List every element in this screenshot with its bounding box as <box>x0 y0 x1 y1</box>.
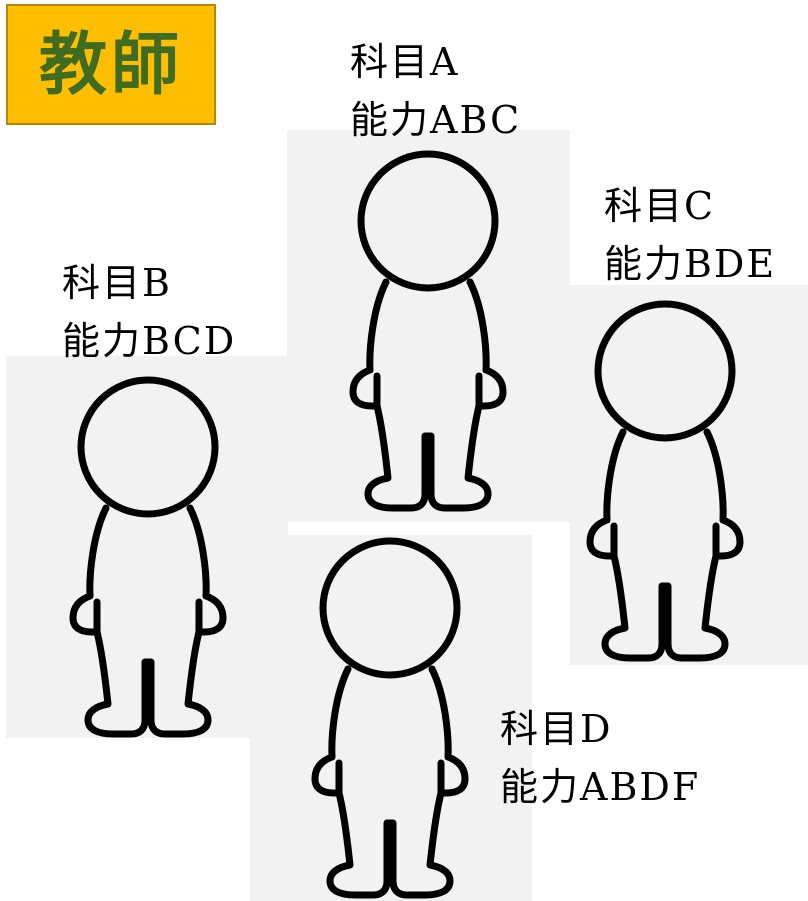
teacher-c-ability: 能力BDE <box>604 242 777 286</box>
teacher-d-ability: 能力ABDF <box>500 765 701 809</box>
person-icon <box>69 376 227 738</box>
teacher-a-ability: 能力ABC <box>350 98 522 142</box>
teacher-a-label: 科目A 能力ABC <box>350 33 521 149</box>
teacher-d-label: 科目D 能力ABDF <box>500 700 700 816</box>
teacher-a-subject: 科目A <box>350 40 460 84</box>
teacher-b-subject: 科目B <box>62 261 172 305</box>
person-icon <box>311 537 469 899</box>
title-badge: 教師 <box>6 4 216 125</box>
teacher-c-label: 科目C 能力BDE <box>604 177 776 293</box>
teacher-b-label: 科目B 能力BCD <box>62 254 236 370</box>
page-title: 教師 <box>38 24 183 105</box>
person-icon <box>586 300 744 662</box>
person-icon <box>349 150 507 512</box>
teacher-d-subject: 科目D <box>500 707 613 751</box>
teacher-b-ability: 能力BCD <box>62 319 237 363</box>
teacher-c-subject: 科目C <box>604 184 716 228</box>
